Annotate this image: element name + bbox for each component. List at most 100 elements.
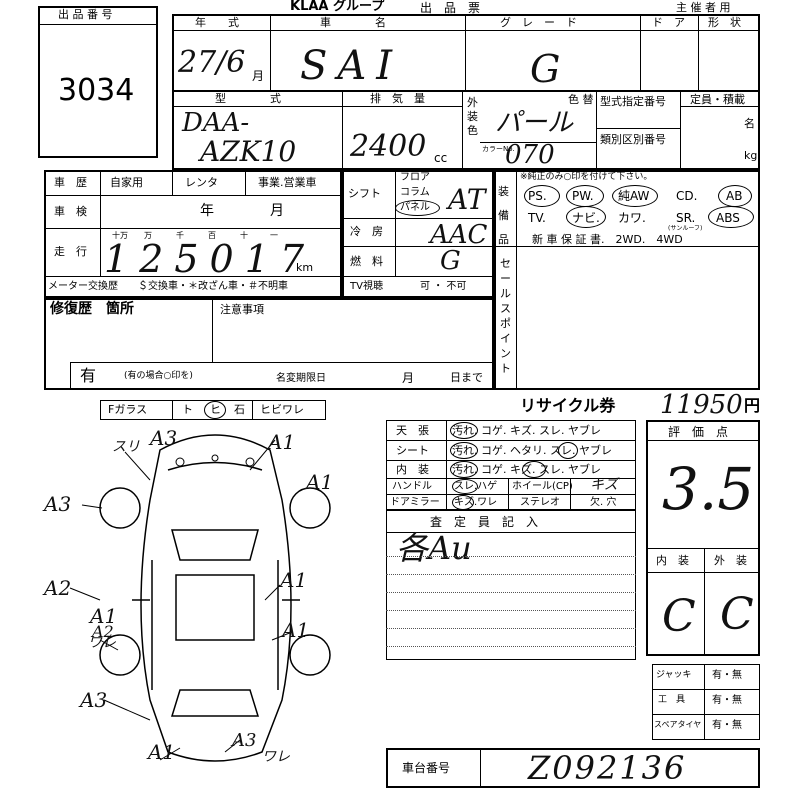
mirror-options[interactable]: キズ.ワレ <box>454 497 498 508</box>
history-box <box>44 170 342 298</box>
ps-circle <box>524 185 560 207</box>
notes-month: 月 <box>402 371 415 385</box>
chassis-label: 車台番号 <box>402 761 451 775</box>
sales-point-label: セールスポイント <box>500 257 511 375</box>
damage-mark-a1-left-rear: A1 <box>90 604 118 628</box>
repair-value: 有 <box>80 366 97 385</box>
damage-mark-crack-rear: ワレ <box>262 749 290 765</box>
glass-box <box>100 400 326 420</box>
spare-options[interactable]: 有・無 <box>712 720 742 731</box>
shift-label: シフト <box>348 187 381 200</box>
equip-tv[interactable]: TV. <box>528 211 546 225</box>
shift-box <box>342 170 494 298</box>
shape-label: 形 状 <box>708 16 741 29</box>
logo-text: KLAA グループ <box>290 0 385 14</box>
damage-mark-a1-rear: A1 <box>148 740 176 764</box>
equip-sr[interactable]: SR. <box>676 211 696 225</box>
mileage-unit-1: 万 <box>144 231 152 240</box>
damage-mark-a2-left-wheel: A2 <box>92 622 114 641</box>
mileage-unit-0: 十万 <box>112 231 128 240</box>
pw-circle <box>566 185 604 207</box>
color-code-value: 070 <box>505 140 555 170</box>
inspector-label: 査 定 員 記 入 <box>430 515 539 529</box>
glass-circle <box>204 401 226 419</box>
tv-label: TV視聴 <box>350 281 383 292</box>
type-designation-label: 型式指定番号 <box>600 95 666 108</box>
glass-stone[interactable]: 石 <box>234 403 245 416</box>
damage-mark-a3-left-quarter: A3 <box>80 688 108 712</box>
damage-mark-crack-left: ワレ <box>88 635 116 651</box>
capacity-kg-unit: kg <box>744 149 758 162</box>
interior-box <box>386 420 636 510</box>
damage-mark-a3-rear: A3 <box>232 730 257 751</box>
mileage-unit: km <box>296 261 314 274</box>
shift-floor[interactable]: フロア <box>400 172 430 183</box>
shift-column[interactable]: コラム <box>400 187 430 198</box>
ceiling-options[interactable]: 汚れ. コゲ. キズ. スレ. ヤブレ <box>452 424 601 437</box>
mileage-value: 125017 <box>104 237 316 281</box>
seat-scuff-circle <box>558 442 578 459</box>
tv-options[interactable]: 可 ・ 不可 <box>420 281 467 292</box>
tool-options[interactable]: 有・無 <box>712 695 742 706</box>
displacement-label: 排 気 量 <box>370 92 425 105</box>
notes-deadline: 名変期限日 <box>276 373 326 384</box>
inspector-value: 各Au <box>396 529 472 567</box>
inspector-box <box>386 510 636 660</box>
organizer-label: 主 催 者 用 <box>676 1 731 14</box>
equipment-note: ※純正のみ○印を付けて下さい。 <box>520 172 653 182</box>
history-commercial[interactable]: 事業.営業車 <box>258 176 317 189</box>
grade-label: グ レ ー ド <box>500 16 577 29</box>
displacement-unit: cc <box>434 151 448 165</box>
abs-circle <box>708 206 754 228</box>
damage-mark-a1-right-front: A1 <box>306 470 334 494</box>
damage-leader-lines <box>69 439 293 761</box>
month-suffix: 月 <box>252 69 265 83</box>
fuel-value: G <box>440 246 461 276</box>
interior-grade-value: C <box>662 591 696 642</box>
exterior-grade-label: 外 装 <box>714 554 747 567</box>
damage-mark-a3-left-front: A3 <box>44 492 72 516</box>
wheel-label: ホイール(CP) <box>512 481 573 492</box>
ruled-line <box>386 610 636 611</box>
trim-label: 内 装 <box>396 463 429 476</box>
jack-label: ジャッキ <box>656 670 692 680</box>
seat-options[interactable]: 汚れ. コゲ. ヘタリ. スレ. ヤブレ <box>452 444 612 457</box>
year-label: 年 式 <box>195 16 239 29</box>
tools-box <box>652 664 760 740</box>
chassis-box <box>386 748 760 788</box>
model-value-line2: AZK10 <box>200 135 297 168</box>
mileage-unit-3: 百 <box>208 231 216 240</box>
car-body-outline <box>140 434 292 762</box>
color-code-label: カラーNo. <box>482 145 515 153</box>
glass-to[interactable]: ト <box>182 403 193 416</box>
jack-options[interactable]: 有・無 <box>712 670 742 681</box>
ruled-line <box>386 556 636 557</box>
category-number-label: 類別区別番号 <box>600 133 666 146</box>
history-private[interactable]: 自家用 <box>110 176 143 189</box>
notes-label: 注意事項 <box>220 303 264 316</box>
damage-mark-a2-left-door: A2 <box>44 576 72 600</box>
inspection-year: 年 <box>200 203 214 219</box>
mirror-circle <box>452 495 474 510</box>
equip-leather[interactable]: カワ. <box>618 211 646 225</box>
handle-circle <box>452 479 478 494</box>
sheet-title: 出 品 票 <box>420 1 481 15</box>
stereo-options[interactable]: 欠. 穴 <box>590 497 617 508</box>
glass-front[interactable]: Fガラス <box>108 403 148 416</box>
repair-note: (有の場合○印を) <box>124 371 193 381</box>
spare-label: スペアタイヤ <box>654 720 702 729</box>
mileage-unit-5: 一 <box>270 231 278 240</box>
equip-cd[interactable]: CD. <box>676 189 698 203</box>
interior-grade-label: 内 装 <box>656 554 689 567</box>
seat-circle <box>450 442 478 459</box>
equipment-side-label: 装備品 <box>498 185 509 246</box>
history-rental[interactable]: レンタ <box>185 176 218 189</box>
mileage-unit-4: 十 <box>240 231 248 240</box>
car-name-value: SAI <box>300 43 403 89</box>
equip-row3: 新 車 保 証 書. 2WD. 4WD <box>532 233 683 246</box>
exterior-color-label: 外装色 <box>467 96 478 137</box>
glass-crack[interactable]: ヒビワレ <box>260 403 304 416</box>
rating-value: 3.5 <box>662 455 755 523</box>
model-label: 型 式 <box>215 92 281 105</box>
recycle-label: リサイクル券 <box>520 396 616 415</box>
